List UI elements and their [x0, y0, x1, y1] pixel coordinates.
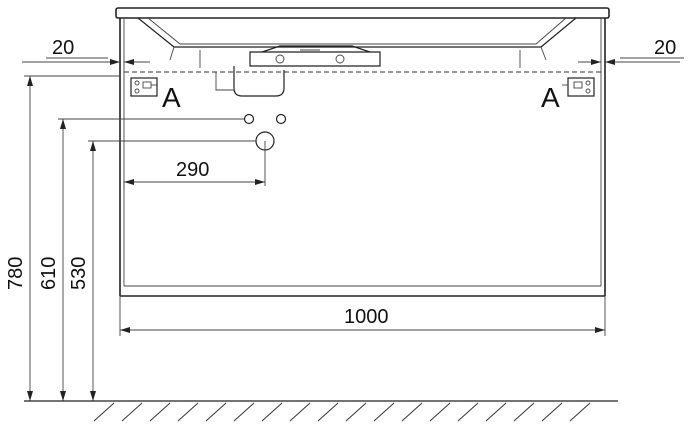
floor-hatch-line [177, 402, 199, 422]
section-marker-left: A [162, 82, 181, 113]
dim-width [119, 296, 606, 336]
floor-hatch-line [93, 402, 115, 422]
dim-right-gap-label: 20 [654, 37, 676, 59]
floor-hatch-line [429, 402, 451, 422]
floor-hatch-line [513, 402, 535, 422]
dim-hole-lower [90, 141, 96, 401]
siphon [215, 45, 381, 97]
floor-hatch-line [345, 402, 367, 422]
dim-left-gap-label: 20 [52, 37, 74, 59]
floor [24, 400, 618, 422]
dim-hole-lower-label: 530 [68, 257, 90, 290]
floor-hatch-line [457, 402, 479, 422]
dim-total-height [27, 76, 33, 401]
dim-hole-upper-label: 610 [38, 257, 60, 290]
dim-width-label: 1000 [344, 306, 389, 328]
floor-hatch-line [401, 402, 423, 422]
floor-hatch-line [121, 402, 143, 422]
floor-hatch-line [541, 402, 563, 422]
section-marker-right: A [541, 82, 560, 113]
floor-hatch-line [233, 402, 255, 422]
floor-hatch-line [485, 402, 507, 422]
floor-hatch-line [569, 402, 591, 422]
floor-hatch-line [149, 402, 171, 422]
floor-hatch-line [373, 402, 395, 422]
dim-drain-offset-label: 290 [176, 159, 209, 181]
left-bracket [130, 77, 158, 97]
floor-hatch-line [289, 402, 311, 422]
dim-left-gap [22, 57, 150, 65]
dim-total-height-label: 780 [5, 257, 27, 290]
dim-right-gap [578, 57, 684, 65]
dim-drain-offset [123, 179, 265, 190]
floor-hatch-line [261, 402, 283, 422]
dim-hole-upper [60, 119, 66, 401]
floor-hatch-line [205, 402, 227, 422]
right-bracket [562, 77, 595, 97]
cabinet [119, 18, 606, 297]
floor-hatch-line [317, 402, 339, 422]
washbasin [115, 7, 610, 68]
wall-holes [243, 113, 287, 186]
